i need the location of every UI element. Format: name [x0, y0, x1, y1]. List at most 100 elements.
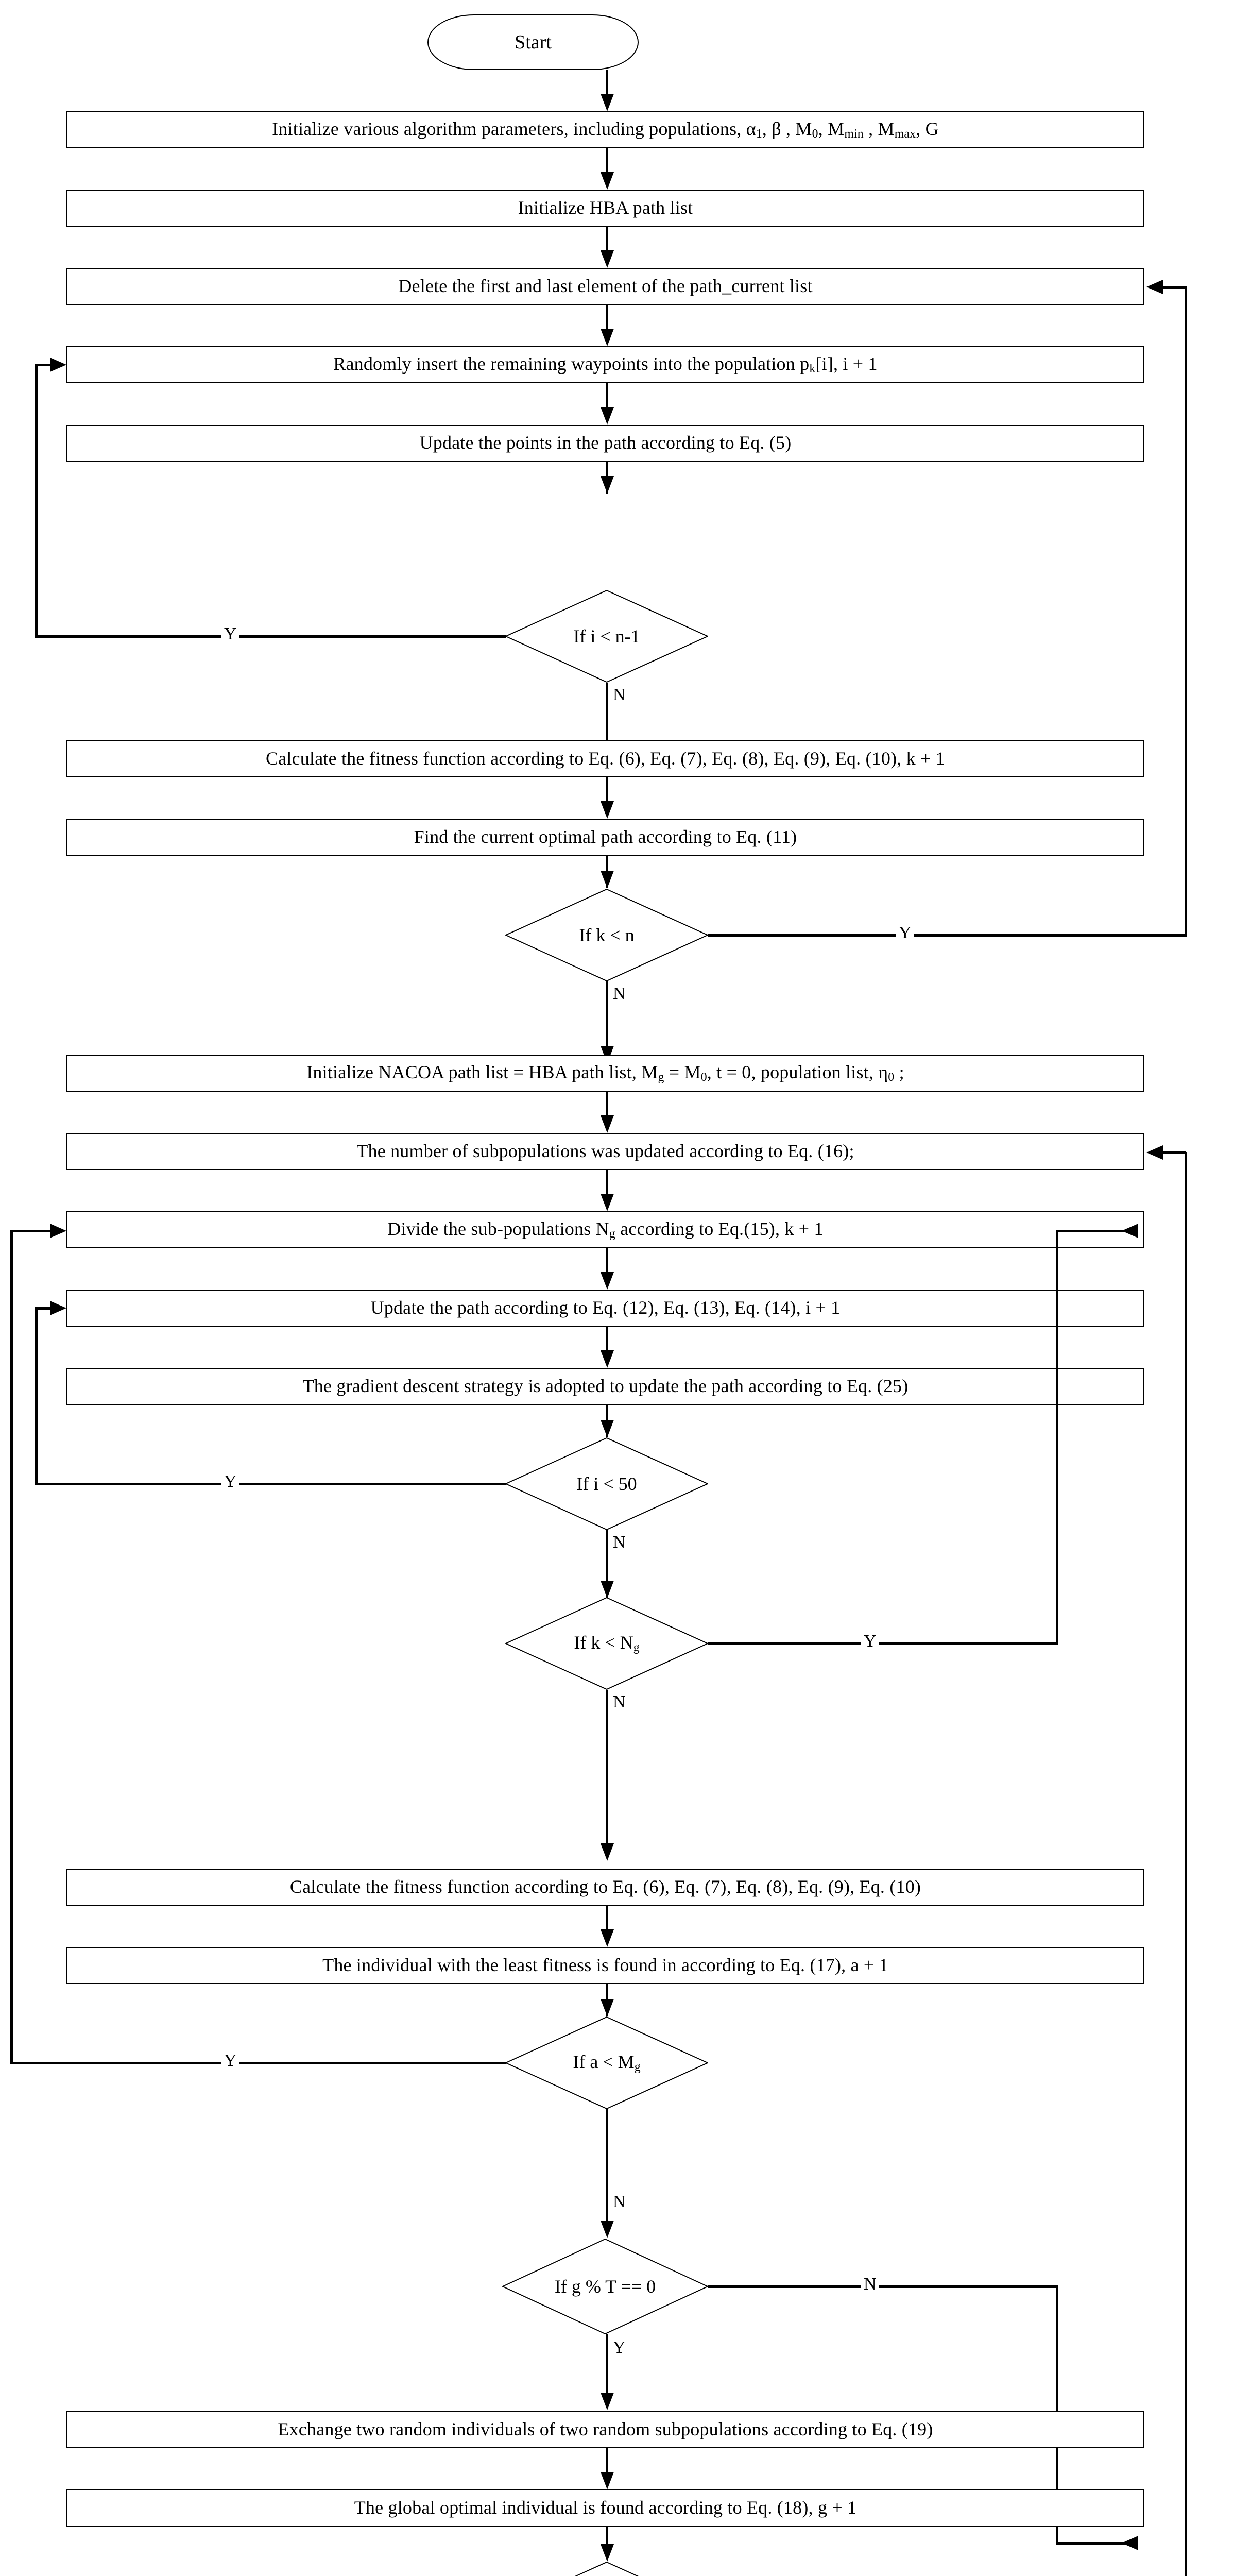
arrowhead-down — [601, 871, 614, 888]
arrowhead-down — [601, 94, 614, 111]
arrowhead-down — [601, 801, 614, 819]
edge-dec7-y-into-box — [1163, 1151, 1186, 1154]
arrowhead-right — [50, 358, 66, 372]
edge-dec1-y-vertical — [35, 364, 38, 636]
arrowhead-down — [601, 250, 614, 268]
edge-dec1-n-vertical — [606, 683, 608, 740]
node-delete-first-last: Delete the first and last element of the… — [66, 268, 1144, 305]
node-decision-a-lt-mg-label: If a < Mg — [573, 2052, 641, 2074]
diamond-shape — [505, 889, 708, 981]
node-gradient-descent-label: The gradient descent strategy is adopted… — [302, 1376, 909, 1397]
arrowhead-down — [601, 2221, 614, 2238]
node-update-points-label: Update the points in the path according … — [419, 432, 792, 453]
node-start-label: Start — [515, 31, 552, 53]
edge-dec5-y-vertical — [10, 1230, 13, 2063]
branch-label-n: N — [610, 2192, 628, 2212]
branch-label-y: Y — [221, 624, 239, 644]
edge-dec3-y-horizontal — [35, 1483, 506, 1485]
arrowhead-down — [601, 407, 614, 425]
diamond-shape — [505, 590, 708, 683]
node-exchange-two-random-label: Exchange two random individuals of two r… — [278, 2419, 933, 2440]
arrowhead-down — [601, 1272, 614, 1290]
node-delete-first-last-label: Delete the first and last element of the… — [398, 276, 813, 297]
branch-label-n: N — [610, 685, 628, 705]
branch-label-n: N — [610, 1692, 628, 1712]
node-init-nacoa-label: Initialize NACOA path list = HBA path li… — [306, 1061, 904, 1084]
edge-dec5-n-vertical-2 — [606, 2177, 608, 2229]
diamond-shape — [502, 2239, 708, 2334]
arrowhead-left — [1122, 2536, 1138, 2550]
node-init-params-label: Initialize various algorithm parameters,… — [272, 118, 939, 141]
node-calc-fitness-k-label: Calculate the fitness function according… — [266, 748, 945, 769]
arrowhead-left — [1122, 1224, 1138, 1238]
arrowhead-right — [50, 1301, 66, 1315]
node-global-optimal: The global optimal individual is found a… — [66, 2489, 1144, 2527]
edge-init-hba-to-delete — [606, 227, 608, 259]
edge-calcfitk-to-findopt — [606, 777, 608, 809]
edge-dec6-n-into-box — [1056, 2542, 1137, 2545]
node-calc-fitness: Calculate the fitness function according… — [66, 1869, 1144, 1906]
edge-dec4-n-vertical-2 — [606, 1752, 608, 1847]
node-update-path-label: Update the path according to Eq. (12), E… — [370, 1297, 841, 1318]
diamond-shape — [505, 1597, 708, 1690]
node-decision-i-lt-n-1-label: If i < n-1 — [573, 626, 640, 647]
node-update-path: Update the path according to Eq. (12), E… — [66, 1290, 1144, 1327]
edge-dec5-n-vertical — [606, 2109, 608, 2177]
edge-dec4-y-horizontal — [708, 1642, 1058, 1645]
arrowhead-down — [601, 476, 614, 494]
node-init-hba: Initialize HBA path list — [66, 190, 1144, 227]
arrowhead-down — [601, 2544, 614, 2562]
node-decision-a-lt-mg: If a < Mg — [505, 2016, 708, 2109]
node-decision-g-lt-G: If g < G — [505, 2562, 708, 2576]
node-gradient-descent: The gradient descent strategy is adopted… — [66, 1368, 1144, 1405]
edge-dec3-y-vertical — [35, 1308, 38, 1484]
node-decision-k-lt-ng-label: If k < Ng — [574, 1632, 640, 1655]
node-decision-i-lt-n-1: If i < n-1 — [505, 590, 708, 683]
edge-dec5-y-horizontal — [10, 2062, 506, 2064]
node-init-params: Initialize various algorithm parameters,… — [66, 111, 1144, 148]
branch-label-y: Y — [861, 1632, 879, 1651]
edge-insert-to-update-points — [606, 383, 608, 415]
arrowhead-down — [601, 1929, 614, 1947]
diamond-shape — [505, 2016, 708, 2109]
arrowhead-down — [601, 329, 614, 346]
node-init-hba-label: Initialize HBA path list — [518, 197, 693, 218]
arrowhead-left — [1146, 1145, 1163, 1160]
arrowhead-down — [601, 172, 614, 190]
arrowhead-down — [601, 1350, 614, 1368]
node-num-subpopulations-label: The number of subpopulations was updated… — [356, 1141, 854, 1162]
arrowhead-left — [1146, 280, 1163, 294]
arrowhead-right — [50, 1224, 66, 1238]
node-divide-subpopulations-label: Divide the sub-populations Ng according … — [387, 1218, 824, 1241]
node-global-optimal-label: The global optimal individual is found a… — [354, 2497, 857, 2518]
diamond-shape — [575, 2562, 639, 2576]
node-calc-fitness-k: Calculate the fitness function according… — [66, 740, 1144, 777]
edge-exchange-to-globalopt — [606, 2448, 608, 2480]
node-num-subpopulations: The number of subpopulations was updated… — [66, 1133, 1144, 1170]
edge-dec1-y-into-box — [35, 364, 56, 366]
node-init-nacoa: Initialize NACOA path list = HBA path li… — [66, 1055, 1144, 1092]
arrowhead-down — [601, 2472, 614, 2489]
edge-dec2-n-vertical — [606, 981, 608, 1055]
branch-label-y: Y — [221, 1472, 239, 1492]
edge-divide-to-updatepath — [606, 1248, 608, 1280]
node-find-optimal-label: Find the current optimal path according … — [414, 826, 797, 848]
branch-label-n: N — [610, 984, 628, 1004]
branch-label-y: Y — [610, 2338, 628, 2358]
node-decision-k-lt-n-label: If k < n — [579, 925, 635, 945]
edge-dec4-y-vertical — [1056, 1230, 1058, 1643]
edge-dec6-y-vertical — [606, 2334, 608, 2401]
node-calc-fitness-label: Calculate the fitness function according… — [289, 1876, 921, 1897]
arrowhead-down — [601, 1115, 614, 1133]
edge-dec2-y-horizontal — [708, 934, 1187, 937]
branch-label-n: N — [861, 2275, 879, 2294]
arrowhead-down — [601, 1420, 614, 1437]
node-start: Start — [427, 14, 639, 70]
branch-label-y: Y — [896, 923, 914, 943]
node-randomly-insert-label: Randomly insert the remaining waypoints … — [333, 353, 878, 376]
edge-dec2-y-vertical — [1185, 286, 1187, 935]
edge-nacoa-to-numsubpop — [606, 1092, 608, 1124]
edge-init-params-to-init-hba — [606, 148, 608, 180]
branch-label-n: N — [610, 1533, 628, 1552]
